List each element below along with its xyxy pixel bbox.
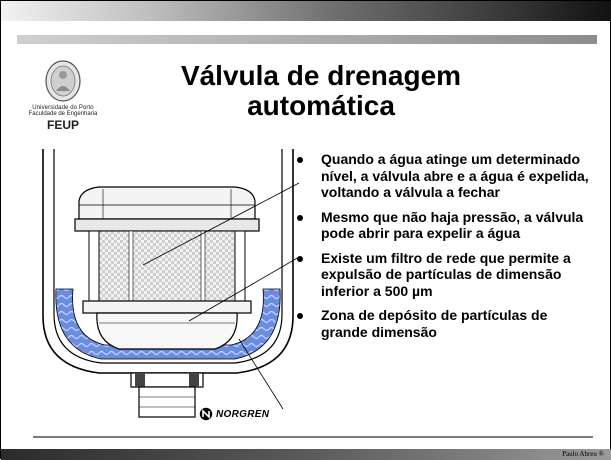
norgren-emblem-icon xyxy=(199,407,213,421)
drain-valve-illustration xyxy=(39,141,309,431)
bottom-divider xyxy=(33,436,593,438)
bullet-dot-icon xyxy=(297,214,303,221)
title-line2: automática xyxy=(247,90,395,121)
bullet-item: Zona de depósito de partículas de grande… xyxy=(297,307,597,340)
author-credit: Paulo Abreu ® xyxy=(562,450,604,458)
university-logo: Universidade do Porto Faculdade de Engen… xyxy=(23,59,103,151)
bullet-item: Mesmo que não haja pressão, a válvula po… xyxy=(297,209,597,242)
bottom-gradient-bar xyxy=(1,449,611,460)
bullet-item: Existe um filtro de rede que permite a e… xyxy=(297,250,597,300)
bullet-dot-icon xyxy=(297,313,303,319)
top-gradient-bar xyxy=(1,1,611,21)
bullet-list: Quando a água atinge um determinado níve… xyxy=(297,151,597,348)
seal-icon xyxy=(45,60,81,102)
title-line1: Válvula de drenagem xyxy=(180,60,462,91)
slide-title: Válvula de drenagem automática xyxy=(141,61,501,121)
norgren-logo: NORGREN xyxy=(199,407,269,421)
brand-name: NORGREN xyxy=(216,408,270,420)
logo-feup: FEUP xyxy=(46,118,79,132)
bullet-dot-icon xyxy=(297,255,303,262)
bullet-item: Quando a água atinge um determinado níve… xyxy=(297,151,597,201)
top-light-bar xyxy=(17,35,597,44)
logo-line1: Universidade do Porto xyxy=(32,105,94,111)
bullet-dot-icon xyxy=(297,157,303,163)
logo-line2: Faculdade de Engenharia xyxy=(28,111,98,117)
